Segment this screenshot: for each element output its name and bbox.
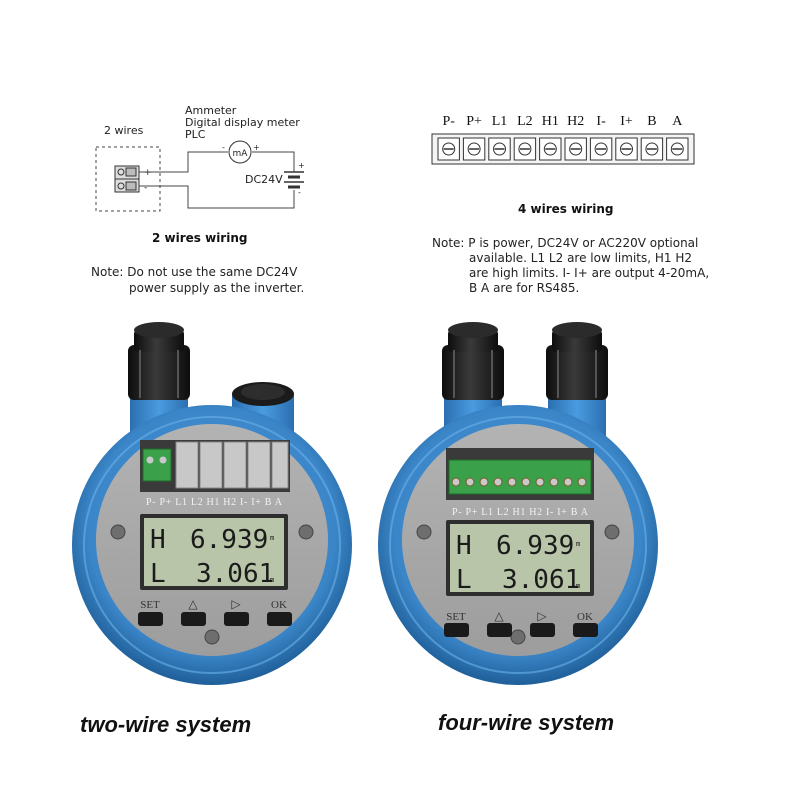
terminal-label-h1: H1 <box>542 114 559 129</box>
four-wire-note-line1: Note: P is power, DC24V or AC220V option… <box>432 236 698 250</box>
lcd-h-unit: m <box>576 540 580 548</box>
set-button[interactable] <box>138 612 163 626</box>
terminal-label-h2: H2 <box>567 114 584 129</box>
right-button-label: ▷ <box>537 609 547 623</box>
terminal-block-diagram <box>431 133 695 165</box>
terminal-label-pplus: P+ <box>466 114 482 129</box>
screw-icon <box>110 524 126 540</box>
battery-minus: - <box>298 188 301 197</box>
terminal-label-pminus: P- <box>442 114 455 129</box>
meter-minus: - <box>222 143 225 152</box>
ok-button[interactable] <box>573 623 598 637</box>
terminal-label-row: P- P+ L1 L2 H1 H2 I- I+ B A <box>442 114 683 129</box>
meter-plus: + <box>253 143 260 152</box>
two-wire-note-line2: power supply as the inverter. <box>129 281 304 295</box>
terminal-screw-row <box>451 477 587 487</box>
two-wire-schematic: 2 wires Ammeter Digital display meter PL… <box>91 104 305 295</box>
lcd-screen <box>144 518 284 586</box>
set-button[interactable] <box>444 623 469 637</box>
meter-symbol-label: mA <box>233 149 249 159</box>
lcd-screen <box>450 524 590 592</box>
device-terminal-screw-icon <box>465 477 475 487</box>
two-wire-device-photo: P- P+ L1 L2 H1 H2 I- I+ B A H 6.939 m L … <box>72 322 352 685</box>
wire-positive-to-meter <box>139 151 228 173</box>
wire-negative-return <box>139 185 295 209</box>
right-button[interactable] <box>530 623 555 637</box>
lcd-h-label: H <box>456 531 472 561</box>
terminal-label-iminus: I- <box>596 114 606 129</box>
device-terminal-screw-icon <box>479 477 489 487</box>
screw-icon <box>510 629 526 645</box>
lcd-h-value: 6.939 <box>190 525 268 555</box>
device-terminal-screw-icon <box>549 477 559 487</box>
terminal-label-a: A <box>672 114 683 129</box>
sensor-dashed-box <box>95 146 161 212</box>
device-line-plc: PLC <box>185 128 206 141</box>
four-wire-schematic: P- P+ L1 L2 H1 H2 I- I+ B A 4 wires wiring Note: … <box>431 114 709 295</box>
lcd-l-value: 3.061 <box>196 559 274 589</box>
right-button-label: ▷ <box>231 597 241 611</box>
up-button-label: △ <box>188 597 198 611</box>
terminal-label-iplus: I+ <box>620 114 633 129</box>
two-wire-caption: 2 wires wiring <box>152 231 247 245</box>
four-wire-note-line4: B A are for RS485. <box>469 281 579 295</box>
screw-icon <box>298 524 314 540</box>
device-terminal-screw-icon <box>451 477 461 487</box>
two-wires-label: 2 wires <box>104 124 144 137</box>
terminal-strip-label: P- P+ L1 L2 H1 H2 I- I+ B A <box>146 497 283 508</box>
lcd-l-value: 3.061 <box>502 565 580 595</box>
ok-button[interactable] <box>267 612 292 626</box>
up-button[interactable] <box>181 612 206 626</box>
terminal-label-l1: L1 <box>492 114 508 129</box>
four-wire-system-caption: four-wire system <box>438 710 614 735</box>
terminal-plus: + <box>144 168 152 178</box>
battery-symbol-icon <box>284 171 304 189</box>
ok-button-label: OK <box>271 599 287 611</box>
terminal-minus: - <box>144 183 147 193</box>
terminal-label-b: B <box>647 114 656 129</box>
green-terminal-block <box>142 448 172 482</box>
up-button[interactable] <box>487 623 512 637</box>
right-button[interactable] <box>224 612 249 626</box>
four-wire-note-line3: are high limits. I- I+ are output 4-20mA… <box>469 266 709 280</box>
device-line-ammeter: Ammeter <box>185 104 237 117</box>
up-button-label: △ <box>494 609 504 623</box>
device-terminal-screw-icon <box>563 477 573 487</box>
ammeter-symbol-icon <box>228 140 252 164</box>
lcd-l-label: L <box>150 559 166 589</box>
device-terminal-screw-icon <box>493 477 503 487</box>
screw-icon <box>204 629 220 645</box>
device-terminal-screw-icon <box>521 477 531 487</box>
sensor-terminal-block <box>114 165 140 193</box>
green-terminal-block <box>448 459 592 495</box>
device-terminal-screw-icon <box>577 477 587 487</box>
lcd-l-unit: m <box>270 576 274 584</box>
lcd-l-unit: m <box>576 582 580 590</box>
lcd-l-label: L <box>456 565 472 595</box>
battery-plus: + <box>298 161 305 170</box>
four-wire-note-line2: available. L1 L2 are low limits, H1 H2 <box>469 251 692 265</box>
four-wire-caption: 4 wires wiring <box>518 202 613 216</box>
device-terminal-screw-icon <box>507 477 517 487</box>
supply-label: DC24V <box>245 173 283 186</box>
terminal-label-l2: L2 <box>517 114 533 129</box>
set-button-label: SET <box>446 611 466 623</box>
terminal-strip-label: P- P+ L1 L2 H1 H2 I- I+ B A <box>452 507 589 518</box>
lcd-h-unit: m <box>270 534 274 542</box>
device-line-display-meter: Digital display meter <box>185 116 300 129</box>
screw-icon <box>604 524 620 540</box>
lcd-h-value: 6.939 <box>496 531 574 561</box>
wire-meter-to-supply <box>252 151 295 172</box>
four-wire-device-photo: P- P+ L1 L2 H1 H2 I- I+ B A H 6.939 m L … <box>378 322 658 685</box>
device-terminal-screw-icon <box>535 477 545 487</box>
ok-button-label: OK <box>577 611 593 623</box>
two-wire-note-line1: Note: Do not use the same DC24V <box>91 265 298 279</box>
lcd-h-label: H <box>150 525 166 555</box>
set-button-label: SET <box>140 599 160 611</box>
two-wire-system-caption: two-wire system <box>80 712 251 737</box>
screw-icon <box>416 524 432 540</box>
